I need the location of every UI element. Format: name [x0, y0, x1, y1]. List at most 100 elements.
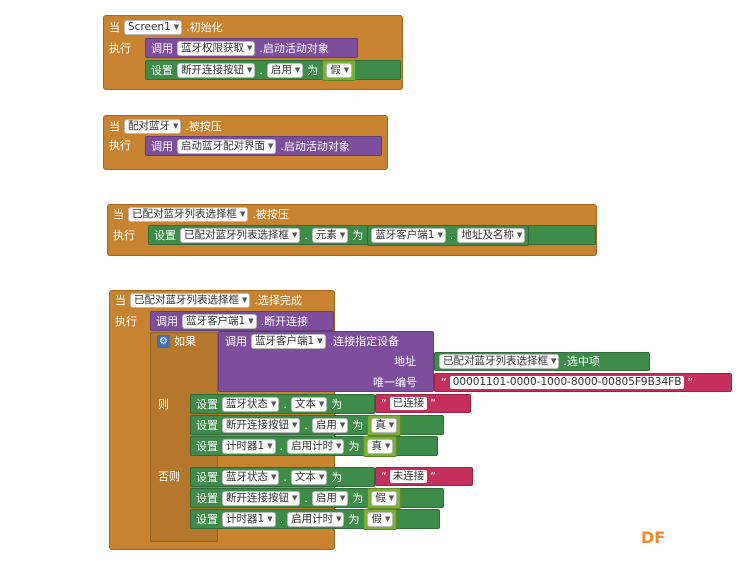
component-dropdown[interactable]: 蓝牙客户端1▼ — [251, 334, 326, 349]
setter-block[interactable]: 设置 断开连接按钮▼ . 启用▼ 为 真▼ — [190, 414, 444, 436]
to-label: 为 — [307, 63, 319, 77]
component-dropdown[interactable]: 蓝牙状态▼ — [222, 396, 280, 412]
setter-block[interactable]: 设置 已配对蓝牙列表选择框▼ . 元素▼ 为 蓝牙客户端1▼ . 地址及名称▼ — [148, 224, 596, 246]
connect-call-header: 调用 蓝牙客户端1▼ .连接指定设备 — [225, 334, 399, 349]
boolean-dropdown[interactable]: 真▼ — [367, 438, 394, 454]
component-dropdown[interactable]: 已配对蓝牙列表选择框▼ — [130, 293, 251, 308]
do-label: 执行 — [113, 229, 135, 242]
call-label: 调用 — [151, 139, 173, 153]
chevron-down-icon: ▼ — [339, 420, 346, 429]
property-name: .选中项 — [563, 355, 600, 368]
property-dropdown[interactable]: 启用▼ — [311, 417, 349, 433]
component-dropdown[interactable]: 配对蓝牙▼ — [124, 119, 182, 134]
quote-open: “ — [381, 470, 387, 483]
chevron-down-icon: ▼ — [317, 337, 323, 345]
to-label: 为 — [331, 397, 343, 411]
chevron-down-icon: ▼ — [551, 357, 557, 365]
property-dropdown[interactable]: 启用▼ — [311, 490, 349, 506]
to-label: 为 — [352, 491, 364, 505]
component-dropdown[interactable]: 已配对蓝牙列表选择框▼ — [128, 207, 249, 222]
boolean-block[interactable]: 假▼ — [363, 508, 398, 530]
selection-getter[interactable]: 已配对蓝牙列表选择框▼ .选中项 — [434, 352, 650, 371]
component-dropdown[interactable]: 启动蓝牙配对界面▼ — [177, 138, 277, 154]
property-dropdown[interactable]: 元素▼ — [311, 227, 349, 243]
call-label: 调用 — [151, 41, 173, 55]
component-dropdown[interactable]: 计时器1▼ — [222, 511, 276, 527]
boolean-dropdown[interactable]: 假▼ — [371, 490, 398, 506]
event-header: 当 已配对蓝牙列表选择框▼ .被按压 — [113, 207, 289, 222]
chevron-down-icon: ▼ — [339, 230, 346, 239]
property-dropdown[interactable]: 启用计时▼ — [287, 438, 345, 454]
call-block[interactable]: 调用 启动蓝牙配对界面▼ .启动活动对象 — [145, 136, 382, 156]
call-label: 调用 — [225, 335, 247, 348]
method-name: .断开连接 — [260, 314, 309, 328]
text-block[interactable]: “ 已连接 ” — [375, 394, 471, 413]
component-dropdown[interactable]: 蓝牙状态▼ — [222, 469, 280, 485]
method-name: .启动活动对象 — [259, 41, 329, 55]
component-dropdown[interactable]: 蓝牙权限获取▼ — [177, 40, 256, 56]
dot-label: . — [279, 512, 284, 526]
boolean-block[interactable]: 真▼ — [363, 435, 398, 457]
to-label: 为 — [331, 470, 343, 484]
uuid-value[interactable]: 00001101-0000-1000-8000-00805F9B34FB — [449, 376, 685, 389]
boolean-dropdown[interactable]: 假▼ — [326, 62, 353, 78]
property-dropdown[interactable]: 启用▼ — [266, 62, 304, 78]
when-label: 当 — [109, 120, 120, 133]
chevron-down-icon: ▼ — [271, 399, 277, 408]
chevron-down-icon: ▼ — [173, 23, 180, 31]
component-dropdown[interactable]: 已配对蓝牙列表选择框▼ — [180, 227, 301, 243]
component-dropdown[interactable]: 断开连接按钮▼ — [222, 490, 301, 506]
property-dropdown[interactable]: 地址及名称▼ — [457, 227, 526, 243]
component-dropdown[interactable]: Screen1▼ — [124, 20, 183, 35]
then-label: 则 — [158, 398, 169, 411]
setter-block[interactable]: 设置 蓝牙状态▼ . 文本▼ 为 — [190, 467, 375, 487]
chevron-down-icon: ▼ — [343, 65, 350, 74]
chevron-down-icon: ▼ — [336, 441, 342, 450]
set-label: 设置 — [151, 63, 173, 77]
text-value[interactable]: 已连接 — [389, 397, 428, 410]
call-block[interactable]: 调用 蓝牙权限获取▼ .启动活动对象 — [145, 38, 358, 58]
setter-block[interactable]: 设置 计时器1▼ . 启用计时▼ 为 假▼ — [190, 508, 440, 530]
boolean-dropdown[interactable]: 假▼ — [367, 511, 394, 527]
when-label: 当 — [113, 208, 124, 221]
setter-block[interactable]: 设置 断开连接按钮▼ . 启用▼ 为 假▼ — [190, 487, 444, 509]
event-header: 当 配对蓝牙▼ .被按压 — [109, 119, 222, 134]
boolean-block[interactable]: 真▼ — [367, 414, 402, 436]
component-dropdown[interactable]: 断开连接按钮▼ — [177, 62, 256, 78]
text-block[interactable]: “ 未连接 ” — [375, 467, 473, 486]
component-dropdown[interactable]: 计时器1▼ — [222, 438, 276, 454]
method-name: .启动活动对象 — [280, 139, 350, 153]
uuid-text-block[interactable]: “ 00001101-0000-1000-8000-00805F9B34FB ” — [434, 373, 732, 392]
chevron-down-icon: ▼ — [294, 65, 301, 74]
component-dropdown[interactable]: 蓝牙客户端1▼ — [371, 227, 446, 243]
gear-icon[interactable]: ⚙ — [157, 335, 170, 348]
chevron-down-icon: ▼ — [268, 141, 274, 150]
chevron-down-icon: ▼ — [388, 420, 395, 429]
chevron-down-icon: ▼ — [292, 493, 298, 502]
setter-block[interactable]: 设置 断开连接按钮▼ . 启用▼ 为 假▼ — [145, 59, 401, 81]
chevron-down-icon: ▼ — [247, 43, 253, 52]
chevron-down-icon: ▼ — [242, 296, 248, 304]
chevron-down-icon: ▼ — [248, 316, 254, 325]
setter-block[interactable]: 设置 蓝牙状态▼ . 文本▼ 为 — [190, 394, 375, 414]
text-value[interactable]: 未连接 — [389, 470, 428, 483]
call-block[interactable]: 调用 蓝牙客户端1▼ .断开连接 — [150, 311, 334, 331]
component-dropdown[interactable]: 已配对蓝牙列表选择框▼ — [439, 354, 560, 369]
boolean-dropdown[interactable]: 真▼ — [371, 417, 398, 433]
component-dropdown[interactable]: 断开连接按钮▼ — [222, 417, 301, 433]
chevron-down-icon: ▼ — [384, 514, 391, 523]
getter-block[interactable]: 蓝牙客户端1▼ . 地址及名称▼ — [367, 224, 530, 246]
chevron-down-icon: ▼ — [339, 493, 346, 502]
property-dropdown[interactable]: 文本▼ — [290, 469, 328, 485]
property-dropdown[interactable]: 文本▼ — [290, 396, 328, 412]
setter-block[interactable]: 设置 计时器1▼ . 启用计时▼ 为 真▼ — [190, 435, 438, 457]
call-label: 调用 — [156, 314, 178, 328]
component-dropdown[interactable]: 蓝牙客户端1▼ — [182, 313, 257, 329]
boolean-block[interactable]: 假▼ — [322, 59, 357, 81]
boolean-block[interactable]: 假▼ — [367, 487, 402, 509]
event-name: .选择完成 — [254, 294, 302, 307]
property-dropdown[interactable]: 启用计时▼ — [287, 511, 345, 527]
quote-open: “ — [441, 376, 447, 389]
if-label: 如果 — [174, 335, 196, 348]
event-name: .被按压 — [252, 208, 289, 221]
